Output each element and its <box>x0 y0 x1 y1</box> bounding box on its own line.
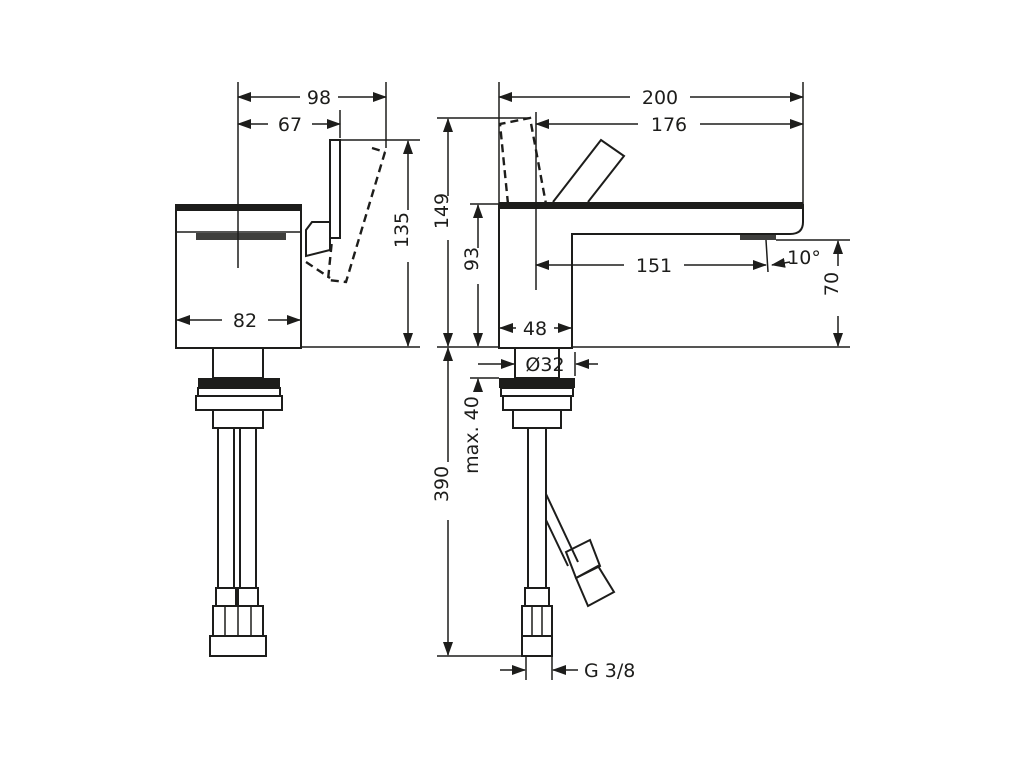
dim-front-angle: 10° <box>771 247 821 269</box>
label-82: 82 <box>233 310 257 332</box>
front-aerator <box>740 234 776 240</box>
label-thread: G 3/8 <box>584 660 635 682</box>
front-angled-hose <box>545 493 616 608</box>
dim-front-93: 93 <box>461 204 483 347</box>
label-149: 149 <box>431 193 453 229</box>
front-handle-alternate <box>498 116 548 205</box>
label-98: 98 <box>307 87 331 109</box>
label-48: 48 <box>523 318 547 340</box>
side-view: 98 67 135 82 <box>175 82 420 657</box>
label-70: 70 <box>821 272 843 296</box>
label-200: 200 <box>642 87 678 109</box>
side-handle <box>305 139 341 258</box>
dim-front-390: 390 <box>431 347 453 656</box>
dim-front-70: 70 <box>821 240 843 347</box>
dim-front-149: 149 <box>431 118 453 347</box>
dim-side-135: 135 <box>391 140 413 347</box>
label-176: 176 <box>651 114 687 136</box>
side-aerator <box>196 233 286 240</box>
dim-side-67: 67 <box>237 114 341 136</box>
front-handle <box>552 138 626 203</box>
dim-front-176: 176 <box>535 114 804 136</box>
front-view: 200 176 149 93 151 10° <box>431 82 850 682</box>
dim-front-200: 200 <box>498 87 804 109</box>
dim-front-thread: G 3/8 <box>500 660 635 682</box>
label-67: 67 <box>278 114 302 136</box>
dim-front-d32: Ø32 <box>478 354 598 376</box>
label-135: 135 <box>391 212 413 248</box>
label-151: 151 <box>636 255 672 277</box>
dim-front-48: 48 <box>499 318 572 340</box>
side-handle-alternate <box>305 146 387 284</box>
label-d32: Ø32 <box>525 354 564 376</box>
label-10deg: 10° <box>787 247 821 269</box>
dim-side-82: 82 <box>176 310 301 332</box>
label-390: 390 <box>431 466 453 502</box>
front-body <box>498 202 804 349</box>
dim-front-151: 151 <box>535 255 767 277</box>
label-93: 93 <box>461 247 483 271</box>
label-max40: max. 40 <box>461 396 483 474</box>
dim-side-98: 98 <box>237 87 387 109</box>
dim-front-max40: max. 40 <box>461 378 483 474</box>
